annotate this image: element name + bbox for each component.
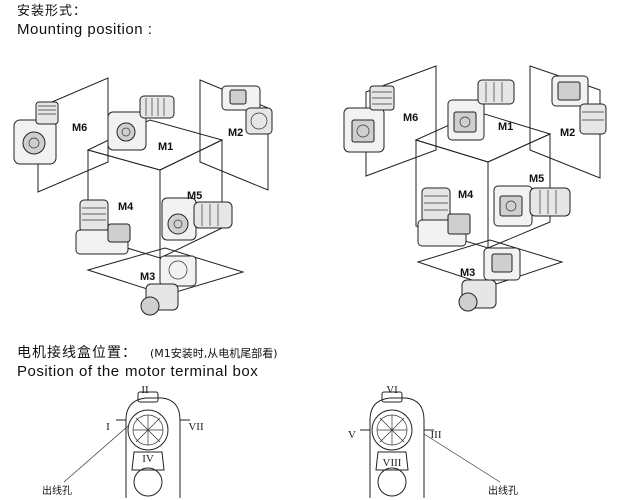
- gearmotor-m3-right: [458, 247, 521, 312]
- label-m4: M4: [118, 201, 134, 213]
- label-m1-right: M1: [498, 121, 513, 133]
- gear-housing-right: [369, 397, 425, 498]
- hole-label-left: 出线孔: [42, 484, 72, 497]
- roman-right-left: VII: [188, 421, 204, 433]
- gearmotor-m1: [107, 95, 175, 151]
- gearmotor-m5-right: [493, 185, 571, 227]
- hole-leader-left: [63, 425, 129, 483]
- roman-top-right: VI: [386, 384, 398, 396]
- gearmotor-m6: [13, 101, 59, 165]
- label-m4-right: M4: [458, 189, 474, 201]
- roman-left-left: I: [106, 421, 110, 433]
- label-m2-right: M2: [560, 127, 575, 139]
- panel-m3: [86, 247, 245, 296]
- label-m5-right: M5: [529, 173, 544, 185]
- gearmotor-m2-right: [551, 75, 607, 135]
- terminal-box-diagram-left: II I VII IV 出线孔: [42, 384, 204, 498]
- roman-right-right: III: [431, 429, 442, 441]
- label-m2: M2: [228, 127, 243, 139]
- roman-left-right: V: [348, 429, 356, 441]
- mounting-title-en: Mounting position :: [17, 21, 153, 38]
- gear-housing: [125, 397, 181, 498]
- hole-leader-right: [423, 433, 501, 483]
- gearmotor-m2: [221, 85, 273, 135]
- terminal-title-en-b: motor terminal box: [125, 363, 259, 380]
- roman-top-left: II: [141, 384, 149, 396]
- gearmotor-m4-right: [417, 187, 471, 247]
- mounting-diagram-left: M6 M1 M2 M4 M5 M3: [13, 77, 273, 316]
- label-m6: M6: [72, 122, 87, 134]
- hole-label-right: 出线孔: [488, 484, 518, 497]
- terminal-title-cn: 电机接线盒位置：: [17, 345, 137, 361]
- panel-m3-right: [416, 239, 564, 287]
- gearmotor-m4: [75, 199, 131, 255]
- mounting-diagram-right: M6 M1 M2 M4 M5 M3: [343, 65, 607, 312]
- label-m3: M3: [140, 271, 155, 283]
- label-m5: M5: [187, 190, 202, 202]
- roman-center-left: IV: [142, 453, 154, 465]
- gearmotor-m6-right: [343, 85, 395, 153]
- label-m1: M1: [158, 141, 173, 153]
- terminal-title-en-a: Position of the: [17, 363, 120, 380]
- gearmotor-m3: [140, 255, 197, 316]
- mounting-title-cn: 安装形式：: [17, 4, 88, 19]
- terminal-box-diagram-right: VI V III VIII 出线孔: [348, 384, 518, 498]
- gearmotor-m1-right: [447, 79, 515, 141]
- roman-center-right: VIII: [383, 457, 402, 469]
- label-m3-right: M3: [460, 267, 475, 279]
- label-m6-right: M6: [403, 112, 418, 124]
- gearmotor-m5: [161, 197, 233, 241]
- terminal-note-cn: (M1安装时,从电机尾部看): [150, 347, 278, 360]
